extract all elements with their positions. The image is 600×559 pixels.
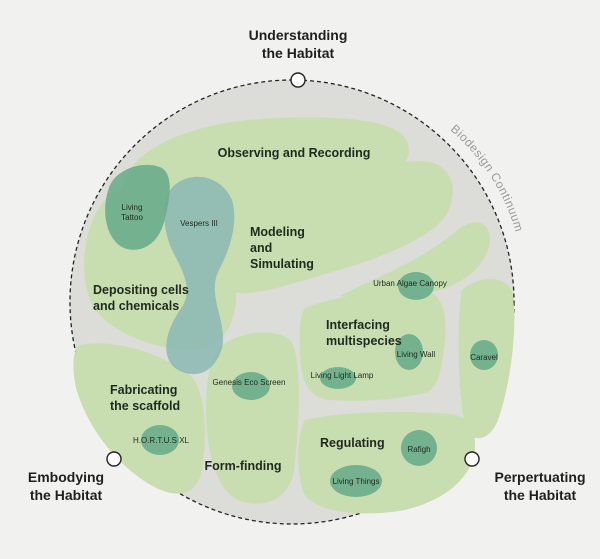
label-interfacing-line1: Interfacing [326, 318, 390, 332]
label-embodying-line2: the Habitat [30, 487, 103, 503]
label-understanding-line2: the Habitat [262, 45, 335, 61]
label-living-tattoo-line2: Tattoo [121, 213, 143, 222]
label-fabricating-line1: Fabricating [110, 383, 177, 397]
project-caravel [470, 340, 498, 370]
label-urban-algae-canopy: Urban Algae Canopy [373, 279, 447, 288]
node-embodying [106, 451, 122, 467]
label-rafigh: Rafigh [407, 445, 430, 454]
project-rafigh [401, 430, 437, 466]
node-perpetuating [464, 451, 480, 467]
label-living-tattoo-line1: Living [122, 203, 143, 212]
project-living-things [330, 465, 382, 497]
label-depositing-line2: and chemicals [93, 299, 179, 313]
label-interfacing-line2: multispecies [326, 334, 402, 348]
project-living-wall [395, 334, 423, 370]
label-living-light-lamp: Living Light Lamp [311, 371, 374, 380]
label-living-things: Living Things [333, 477, 380, 486]
label-modeling-line1: Modeling [250, 225, 305, 239]
label-regulating: Regulating [320, 436, 385, 450]
label-depositing-line1: Depositing cells [93, 283, 189, 297]
project-hortus-xl [141, 425, 179, 455]
project-living-light-lamp [320, 367, 356, 389]
label-fabricating-line2: the scaffold [110, 399, 180, 413]
label-modeling-line3: Simulating [250, 257, 314, 271]
region-form-finding [206, 332, 299, 504]
project-genesis-eco-screen [232, 372, 270, 400]
label-vespers-iii: Vespers III [180, 219, 218, 228]
label-form-finding: Form-finding [204, 459, 281, 473]
node-understanding [290, 72, 306, 88]
label-living-wall: Living Wall [397, 350, 436, 359]
project-urban-algae-canopy [398, 272, 434, 300]
label-understanding-line1: Understanding [249, 27, 348, 43]
region-urban-corridor [340, 222, 490, 298]
label-observing-and-recording: Observing and Recording [218, 146, 371, 160]
label-embodying-line1: Embodying [28, 469, 104, 485]
project-vespers-iii [164, 176, 235, 375]
label-perpetuating-line1: Perpertuating [494, 469, 585, 485]
label-modeling-line2: and [250, 241, 272, 255]
region-regulating [298, 412, 475, 514]
label-hortus-xl: H.O.R.T.U.S XL [133, 436, 190, 445]
label-genesis-eco-screen: Genesis Eco Screen [213, 378, 286, 387]
label-caravel: Caravel [470, 353, 498, 362]
project-living-tattoo [105, 164, 170, 250]
label-perpetuating-line2: the Habitat [504, 487, 577, 503]
region-modeling-and-simulating [216, 161, 453, 294]
region-fabricating-scaffold [73, 343, 205, 494]
